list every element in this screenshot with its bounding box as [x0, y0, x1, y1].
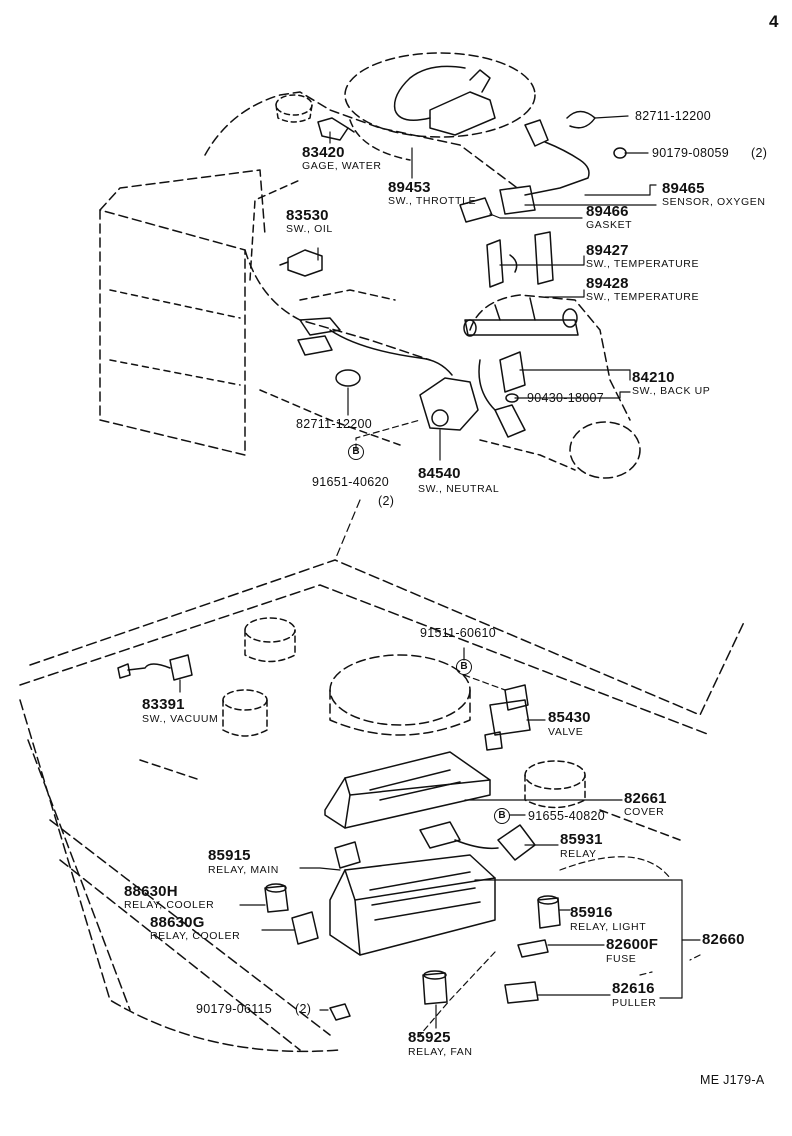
backup-switch-part [478, 351, 526, 438]
part-84210-desc: SW., BACK UP [632, 385, 711, 397]
valve-part [484, 684, 531, 751]
part-91651-number: 91651-40620 [312, 475, 389, 489]
part-85916-number: 85916 [570, 904, 613, 921]
body-outline [19, 559, 746, 1053]
part-85430-desc: VALVE [548, 726, 584, 738]
part-83530-number: 83530 [286, 207, 329, 224]
part-88630h-number: 88630H [124, 883, 178, 900]
part-84540-desc: SW., NEUTRAL [418, 483, 500, 495]
part-89453-desc: SW., THROTTLE [388, 195, 477, 207]
part-91651-qty: (2) [378, 494, 395, 508]
relay-88630g-part [291, 911, 319, 945]
fuse-part [517, 939, 549, 958]
part-88630h-desc: RELAY, COOLER [124, 899, 215, 911]
circled-b-marker-middle: B [456, 659, 472, 675]
part-89465-number: 89465 [662, 180, 705, 197]
part-85925-desc: RELAY, FAN [408, 1046, 473, 1058]
part-85916-desc: RELAY, LIGHT [570, 921, 647, 933]
relay-box-cover-part [324, 751, 491, 829]
part-84540-number: 84540 [418, 465, 461, 482]
circled-b-marker-lower: B [494, 808, 510, 824]
part-84210-number: 84210 [632, 369, 675, 386]
part-82711-upper-number: 82711-12200 [635, 109, 712, 123]
vacuum-switch-part [117, 654, 193, 681]
leader-lines [179, 115, 701, 1036]
part-90430-number: 90430-18007 [527, 391, 604, 405]
part-90179-08059-number: 90179-08059 [652, 146, 729, 160]
oxygen-sensor-part [459, 110, 627, 223]
footer-code: ME J179-A [700, 1073, 765, 1087]
part-91655-number: 91655-40820 [528, 809, 605, 823]
oil-switch-part [279, 249, 323, 277]
relay-85925-part [422, 970, 448, 1005]
part-85931-number: 85931 [560, 831, 603, 848]
part-89427-desc: SW., TEMPERATURE [586, 258, 700, 270]
part-89466-number: 89466 [586, 203, 629, 220]
part-89465-desc: SENSOR, OXYGEN [662, 196, 766, 208]
intake-manifold [463, 297, 579, 337]
part-89453-number: 89453 [388, 179, 431, 196]
nut-90179-part [329, 1003, 351, 1021]
part-89428-desc: SW., TEMPERATURE [586, 291, 700, 303]
part-88630g-desc: RELAY, COOLER [150, 930, 241, 942]
part-82616-desc: PULLER [612, 997, 657, 1009]
relay-85931-part [419, 821, 536, 861]
relay-88630h-part [264, 883, 289, 913]
relay-box-part [329, 854, 496, 956]
part-88630g-number: 88630G [150, 914, 205, 931]
part-83420-number: 83420 [302, 144, 345, 161]
water-gage-part [317, 117, 355, 141]
part-85931-desc: RELAY [560, 848, 597, 860]
throttle-switch-part [393, 65, 496, 136]
wire-harness-part [297, 317, 453, 387]
part-89428-number: 89428 [586, 275, 629, 292]
part-82616-number: 82616 [612, 980, 655, 997]
puller-part [504, 981, 539, 1004]
part-83391-desc: SW., VACUUM [142, 713, 219, 725]
part-83391-number: 83391 [142, 696, 185, 713]
part-90179-08059-qty: (2) [751, 146, 768, 160]
part-85430-number: 85430 [548, 709, 591, 726]
part-85925-number: 85925 [408, 1029, 451, 1046]
page-number: 4 [769, 12, 779, 31]
part-82661-desc: COVER [624, 806, 665, 818]
part-91511-number: 91511-60610 [420, 626, 497, 640]
relay-85915-part [334, 841, 361, 869]
part-85915-desc: RELAY, MAIN [208, 864, 279, 876]
part-90179-06115-qty: (2) [295, 1002, 312, 1016]
part-89466-desc: GASKET [586, 219, 633, 231]
part-83420-desc: GAGE, WATER [302, 160, 382, 172]
part-82661-number: 82661 [624, 790, 667, 807]
part-82711-lower-number: 82711-12200 [296, 417, 373, 431]
part-83530-desc: SW., OIL [286, 223, 333, 235]
temperature-switches-part [486, 231, 554, 288]
part-82660-number: 82660 [702, 931, 745, 948]
part-85915-number: 85915 [208, 847, 251, 864]
part-90179-06115-number: 90179-06115 [196, 1002, 273, 1016]
neutral-switch-part [419, 377, 479, 431]
relay-85916-part [537, 895, 561, 929]
part-89427-number: 89427 [586, 242, 629, 259]
circled-b-marker-upper: B [348, 444, 364, 460]
part-82600f-desc: FUSE [606, 953, 637, 965]
part-82600f-number: 82600F [606, 936, 659, 953]
